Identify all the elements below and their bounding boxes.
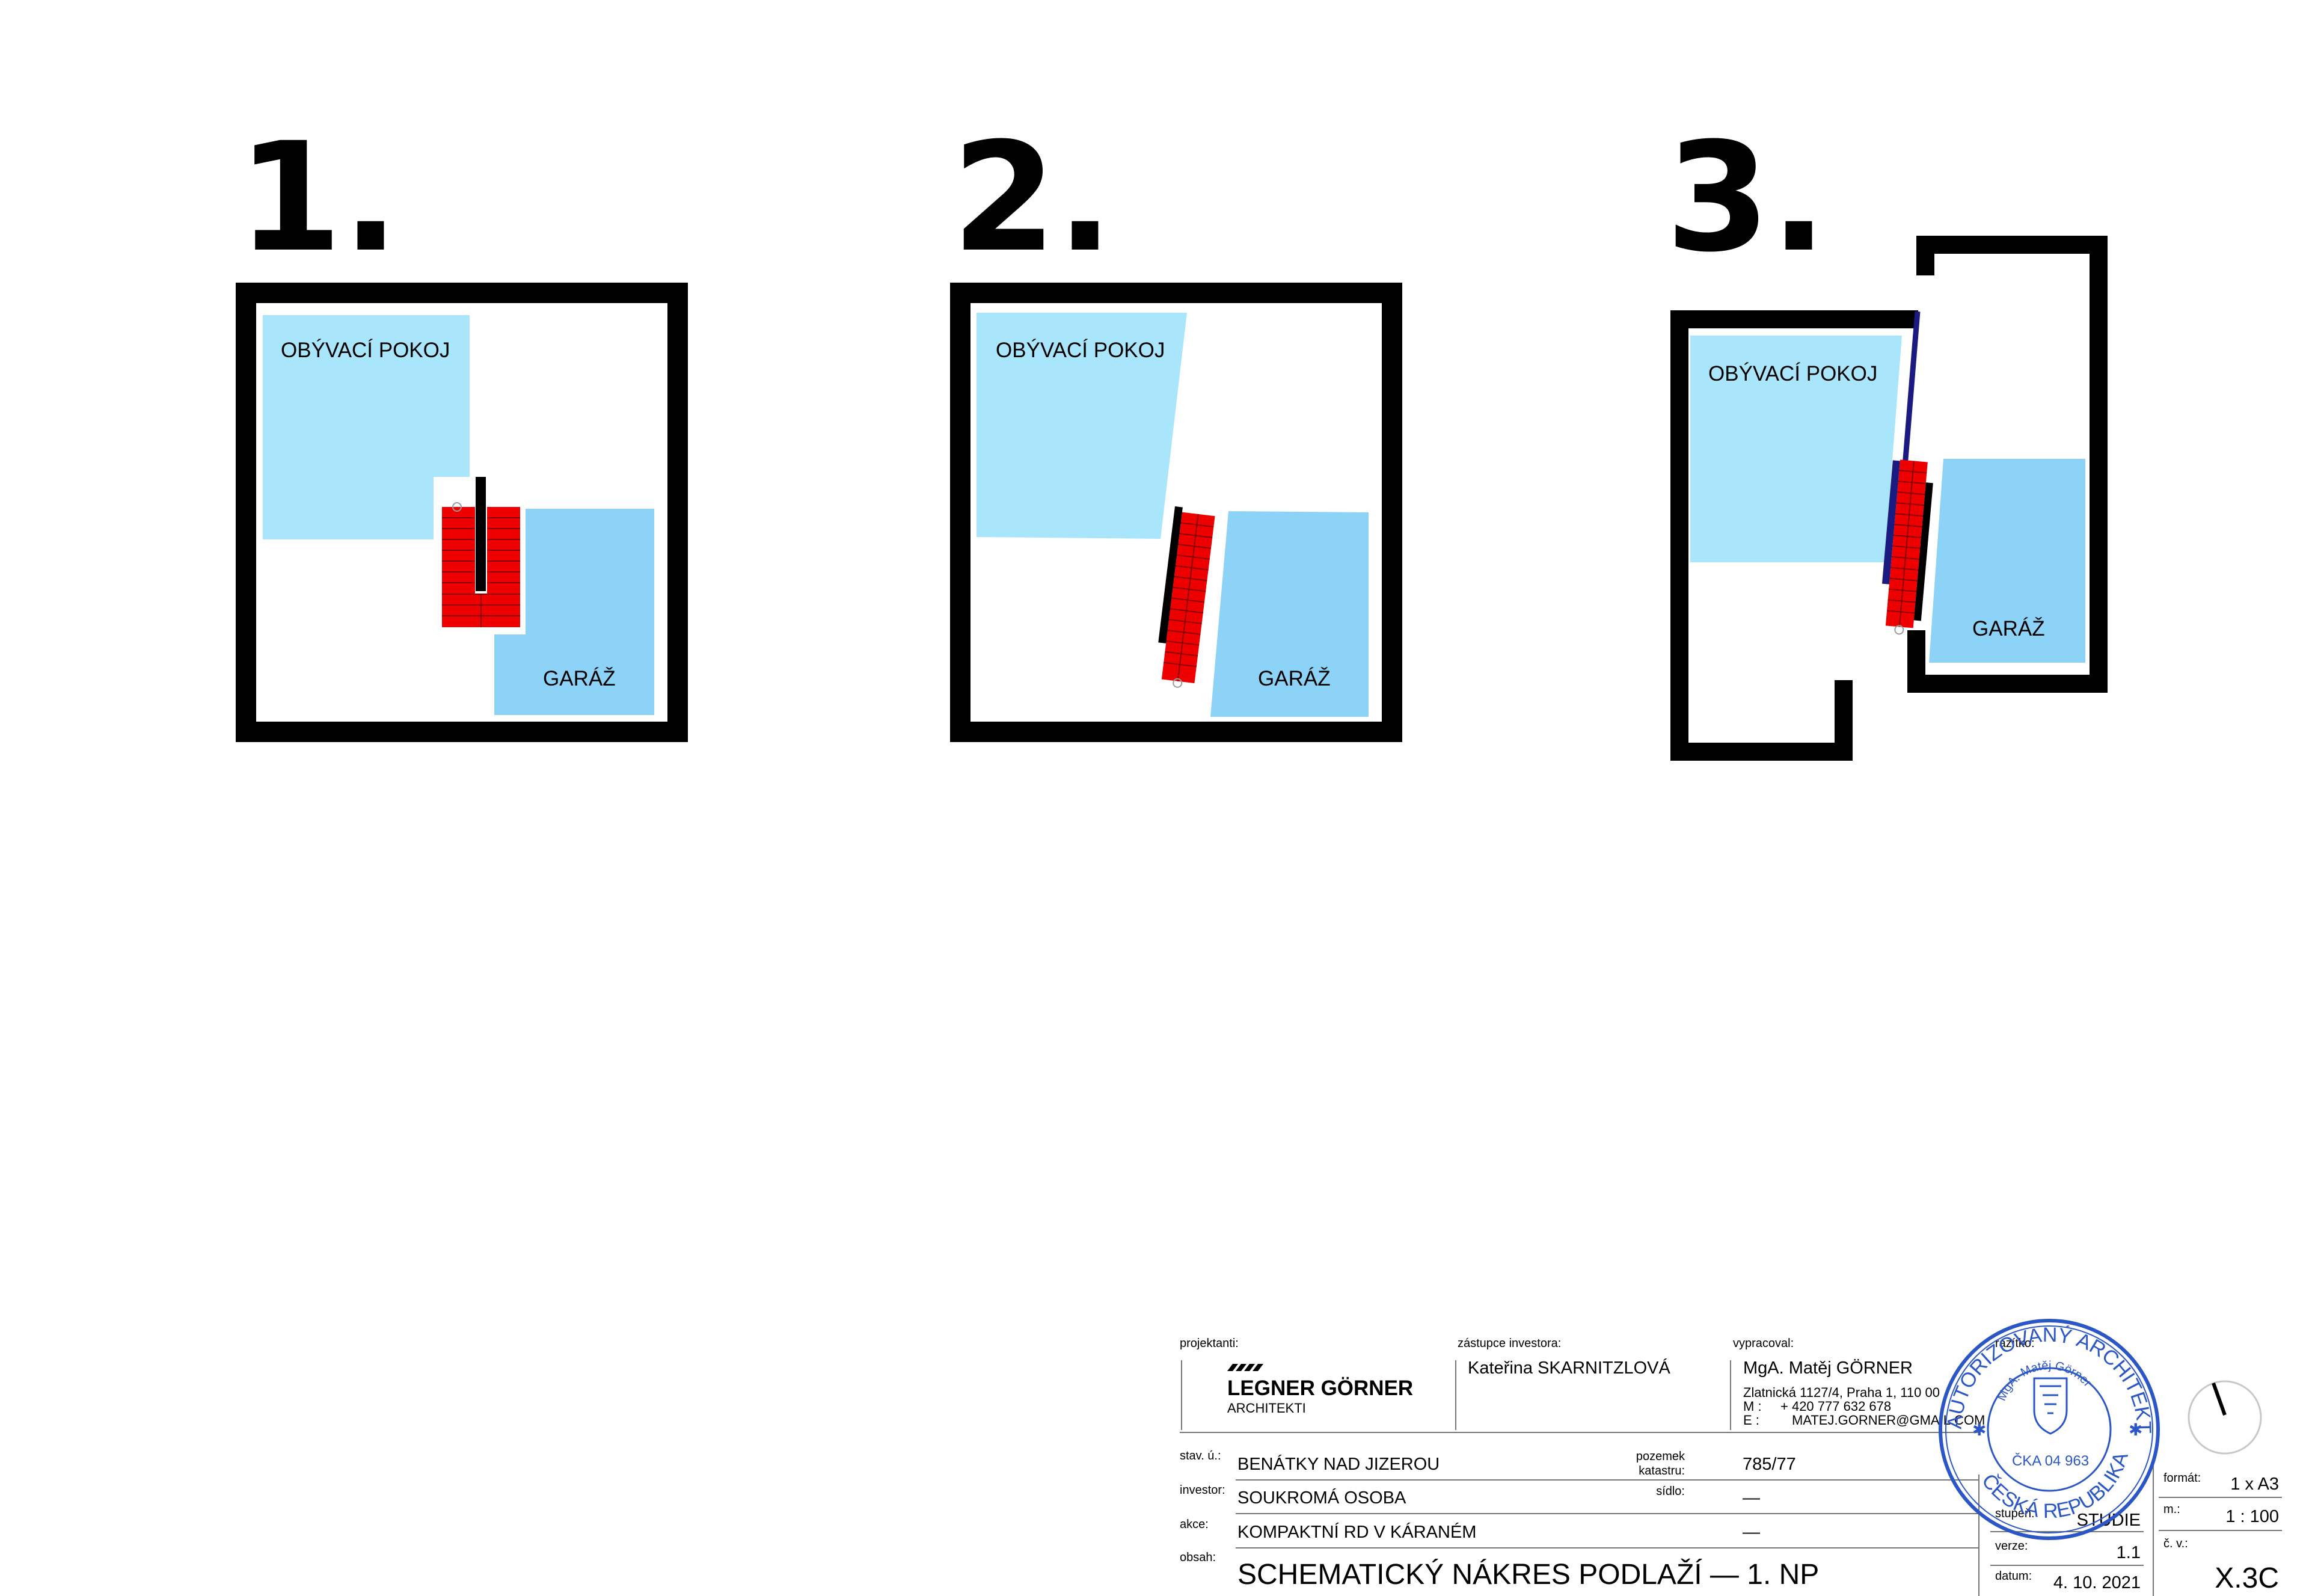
- akce-extra: —: [1743, 1523, 1760, 1542]
- verze-label: verze:: [1995, 1539, 2028, 1553]
- obsah-label: obsah:: [1180, 1551, 1216, 1564]
- email-label: E :: [1743, 1413, 1759, 1428]
- studio-name: LEGNER GÖRNER: [1227, 1377, 1413, 1400]
- svg-text:✱: ✱: [2129, 1420, 2142, 1439]
- zastupce-label: zástupce investora:: [1458, 1337, 1561, 1350]
- sidlo-value: —: [1743, 1488, 1760, 1508]
- scheme-2-number: 2.: [952, 110, 1114, 285]
- format-value: 1 x A3: [2230, 1475, 2279, 1494]
- north-arrow-icon: [2188, 1380, 2262, 1455]
- studio-logo-slashes: [1227, 1364, 1263, 1371]
- stav-label: stav. ú.:: [1180, 1449, 1221, 1462]
- address: Zlatnická 1127/4, Praha 1, 110 00: [1743, 1385, 1940, 1400]
- scheme-3-living-wing-wall: [1670, 310, 1918, 761]
- sidlo-label: sídlo:: [1656, 1485, 1685, 1498]
- scheme-1-garage-label: GARÁŽ: [543, 667, 616, 690]
- scheme-3: 3. OBÝVACÍ POKOJ GARÁŽ: [1666, 110, 2108, 761]
- title-block: projektanti: LEGNER GÖRNER ARCHITEKTI zá…: [1180, 1337, 2282, 1596]
- zastupce-value: Kateřina SKARNITZLOVÁ: [1468, 1358, 1670, 1378]
- pozemek-value: 785/77: [1743, 1455, 1796, 1474]
- verze-value: 1.1: [2117, 1543, 2141, 1562]
- obsah-value: SCHEMATICKÝ NÁKRES PODLAŽÍ — 1. NP: [1237, 1559, 1819, 1591]
- cv-label: č. v.:: [2163, 1537, 2188, 1550]
- cv-value: X.3C: [2215, 1562, 2279, 1594]
- datum-label: datum:: [1995, 1570, 2032, 1583]
- vypracoval-value: MgA. Matěj GÖRNER: [1743, 1358, 1913, 1378]
- svg-text:✱: ✱: [1972, 1420, 1986, 1439]
- studio-subtitle: ARCHITEKTI: [1227, 1401, 1306, 1416]
- email: MATEJ.GORNER@GMAIL.COM: [1792, 1413, 1985, 1428]
- akce-value: KOMPAKTNÍ RD V KÁRANÉM: [1237, 1522, 1476, 1542]
- investor-label: investor:: [1180, 1484, 1225, 1497]
- scheme-3-living-room: [1690, 336, 1902, 562]
- stamp-coat-of-arms-icon: ✱ ✱: [1972, 1377, 2142, 1439]
- meritko-label: m.:: [2163, 1503, 2180, 1516]
- scheme-3-living-room-label: OBÝVACÍ POKOJ: [1708, 362, 1877, 385]
- investor-value: SOUKROMÁ OSOBA: [1237, 1488, 1406, 1508]
- razitko-label: razítko:: [1995, 1337, 2035, 1350]
- scheme-2-staircase: [1158, 506, 1215, 688]
- pozemek-label-1: pozemek: [1636, 1450, 1685, 1463]
- scheme-1-outer-wall: [236, 283, 688, 742]
- phone: + 420 777 632 678: [1780, 1399, 1891, 1414]
- meritko-value: 1 : 100: [2225, 1507, 2279, 1526]
- vypracoval-label: vypracoval:: [1733, 1337, 1794, 1350]
- akce-label: akce:: [1180, 1518, 1209, 1531]
- stamp-inner-name: MgA. Matěj Görner: [1995, 1359, 2094, 1403]
- scheme-2-garage-label: GARÁŽ: [1258, 667, 1331, 690]
- stupen-label: stupeň:: [1995, 1507, 2035, 1520]
- projektanti-label: projektanti:: [1180, 1337, 1239, 1350]
- datum-value: 4. 10. 2021: [2053, 1573, 2141, 1592]
- stav-value: BENÁTKY NAD JIZEROU: [1237, 1454, 1440, 1474]
- scheme-1-number: 1.: [238, 110, 399, 285]
- scheme-3-garage-label: GARÁŽ: [1972, 617, 2045, 640]
- scheme-1-living-room-label: OBÝVACÍ POKOJ: [281, 339, 450, 362]
- scheme-2-living-room-label: OBÝVACÍ POKOJ: [996, 339, 1165, 362]
- pozemek-label-2: katastru:: [1639, 1464, 1685, 1478]
- scheme-3-garage-wing-wall: [1907, 236, 2108, 693]
- scheme-1: 1. OBÝVACÍ POKOJ GARÁŽ: [236, 110, 688, 742]
- scheme-2-living-room: [977, 313, 1187, 539]
- scheme-2-outer-wall: [950, 283, 1402, 742]
- stamp-inner-textpath: MgA. Matěj Görner: [1995, 1359, 2094, 1403]
- scheme-3-staircase: [1881, 459, 1933, 635]
- scheme-3-number: 3.: [1666, 110, 1827, 285]
- phone-label: M :: [1743, 1399, 1762, 1414]
- format-label: formát:: [2163, 1472, 2201, 1485]
- scheme-2-garage: [1210, 511, 1369, 717]
- scheme-1-staircase: [442, 477, 520, 627]
- scheme-2: 2. OBÝVACÍ POKOJ GARÁŽ: [950, 110, 1402, 742]
- stamp-number: ČKA 04 963: [2012, 1452, 2089, 1469]
- scheme-3-garage: [1929, 459, 2085, 663]
